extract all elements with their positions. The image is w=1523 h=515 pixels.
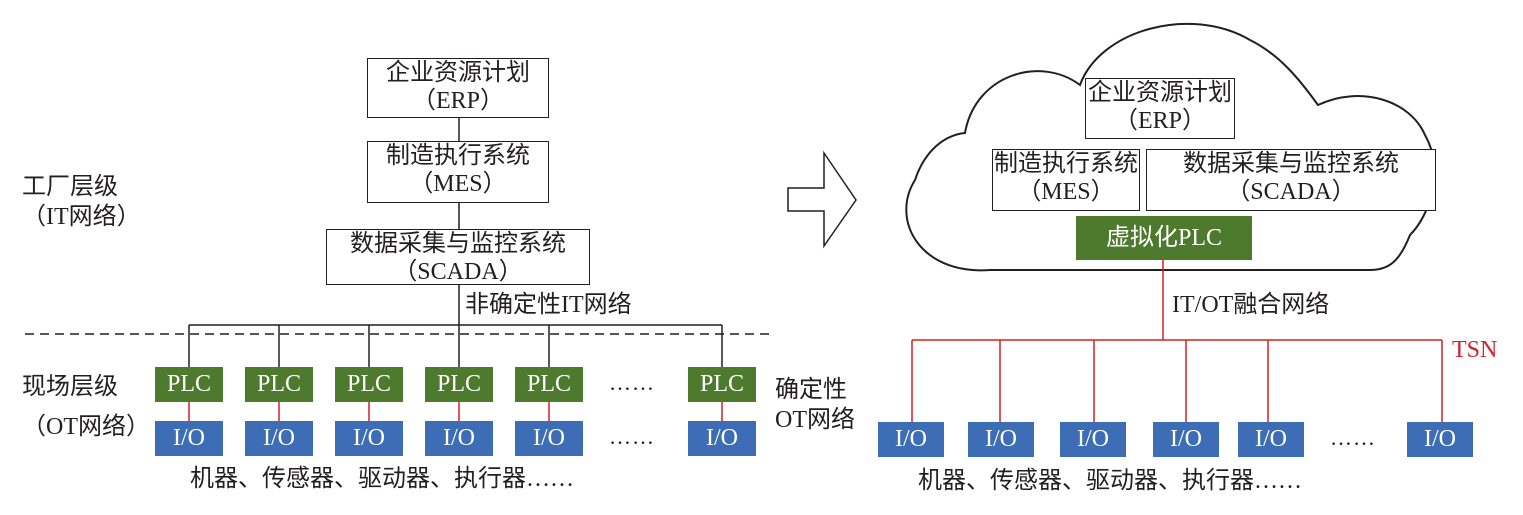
tsn-network (911, 260, 1443, 422)
plc-box: PLC (155, 367, 223, 402)
plc-io-links (188, 402, 723, 421)
plc-drops (188, 325, 723, 367)
tsn-label: TSN (1452, 337, 1498, 363)
erp-abbr: （ERP） (411, 88, 504, 114)
io-box: I/O (515, 421, 583, 456)
erp-box: 企业资源计划 （ERP） (367, 58, 549, 118)
scada-name: 数据采集与监控系统 (350, 231, 566, 257)
virtualized-plc-box: 虚拟化PLC (1076, 216, 1252, 260)
cloud-erp-name: 企业资源计划 (1088, 80, 1232, 106)
cloud-io-box: I/O (1238, 422, 1304, 457)
plc-box: PLC (688, 367, 756, 402)
mes-abbr: （MES） (409, 171, 507, 197)
plc-box: PLC (245, 367, 313, 402)
cloud-scada-name: 数据采集与监控系统 (1183, 151, 1399, 177)
scada-abbr: （SCADA） (393, 259, 523, 285)
transition-arrow-icon (787, 150, 857, 249)
cloud-io-ellipsis: …… (1330, 425, 1376, 450)
ot-network-label: （OT网络） (22, 414, 150, 440)
cloud-erp-box: 企业资源计划 （ERP） (1085, 78, 1235, 139)
nondeterministic-it-label: 非确定性IT网络 (465, 292, 632, 318)
plc-ellipsis: …… (609, 370, 655, 395)
cloud-scada-abbr: （SCADA） (1226, 179, 1356, 205)
plc-box: PLC (515, 367, 583, 402)
io-box: I/O (245, 421, 313, 456)
cloud-devices-caption: 机器、传感器、驱动器、执行器…… (918, 468, 1302, 494)
io-box: I/O (425, 421, 493, 456)
mes-box: 制造执行系统 （MES） (367, 141, 549, 203)
devices-caption: 机器、传感器、驱动器、执行器…… (190, 466, 574, 492)
plc-box: PLC (425, 367, 493, 402)
io-ellipsis: …… (609, 424, 655, 449)
factory-level-label: 工厂层级 （IT网络） (22, 174, 141, 230)
cloud-scada-box: 数据采集与监控系统 （SCADA） (1146, 149, 1436, 211)
field-level-label: 现场层级 (22, 374, 118, 400)
cloud-io-box: I/O (968, 422, 1034, 457)
cloud-mes-box: 制造执行系统 （MES） (992, 149, 1140, 211)
cloud-io-box: I/O (1407, 422, 1473, 457)
erp-name: 企业资源计划 (386, 60, 530, 86)
cloud-io-box: I/O (1153, 422, 1219, 457)
converged-network-label: IT/OT融合网络 (1172, 292, 1330, 318)
io-box: I/O (335, 421, 403, 456)
scada-box: 数据采集与监控系统 （SCADA） (326, 229, 590, 285)
cloud-erp-abbr: （ERP） (1113, 108, 1206, 134)
mes-name: 制造执行系统 (386, 143, 530, 169)
io-box: I/O (688, 421, 756, 456)
cloud-mes-name: 制造执行系统 (994, 151, 1138, 177)
io-box: I/O (155, 421, 223, 456)
plc-box: PLC (335, 367, 403, 402)
deterministic-ot-label: 确定性 OT网络 (775, 377, 855, 433)
cloud-io-box: I/O (878, 422, 944, 457)
cloud-mes-abbr: （MES） (1017, 179, 1115, 205)
cloud-io-box: I/O (1060, 422, 1126, 457)
